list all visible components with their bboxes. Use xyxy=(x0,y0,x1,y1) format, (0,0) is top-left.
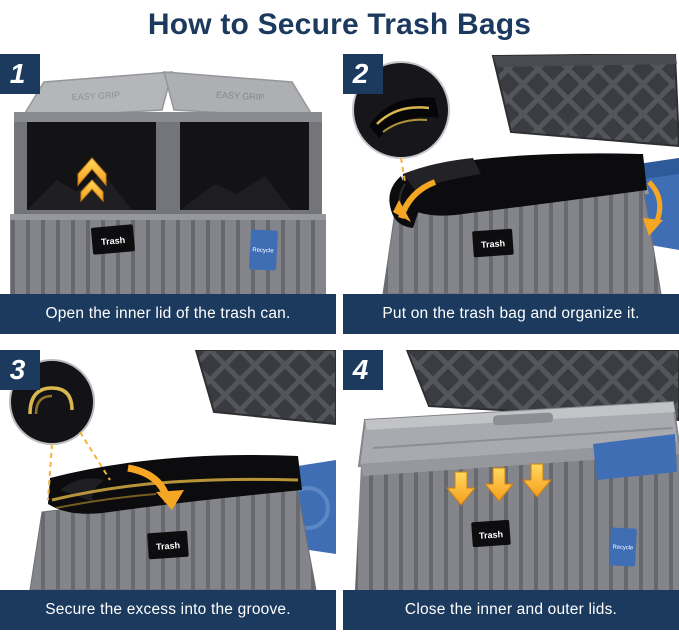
step-photo-put-bag: Trash xyxy=(343,54,679,294)
step-number-badge: 2 xyxy=(343,54,383,94)
lid-embossed-text: EASY GRIP xyxy=(216,90,265,103)
step-photo-close-lids: Trash Recycle xyxy=(343,350,679,590)
close-down-arrows xyxy=(445,463,553,506)
recycle-tag: Recycle xyxy=(249,229,278,271)
can-body xyxy=(10,220,326,294)
raised-inner-lid xyxy=(405,350,679,422)
closing-lids-illustration: Trash Recycle xyxy=(355,350,679,590)
bag-groove-illustration: Trash xyxy=(9,350,336,590)
trash-tag: Trash xyxy=(91,224,135,255)
drape-arrow-right xyxy=(643,180,663,236)
trash-tag-label: Trash xyxy=(481,238,506,250)
step-number-badge: 1 xyxy=(0,54,40,94)
lid-embossed-text: EASY GRIP xyxy=(71,90,120,103)
trash-tag-label: Trash xyxy=(101,235,126,247)
page-title: How to Secure Trash Bags xyxy=(147,8,532,41)
step-photo-open-lid: EASY GRIP EASY GRIP xyxy=(0,54,336,294)
drape-arrow-left xyxy=(393,179,437,222)
open-up-arrow xyxy=(77,157,107,203)
step-panel-3: 3 xyxy=(0,350,336,630)
step-caption: Secure the excess into the groove. xyxy=(0,590,336,630)
step-number-badge: 3 xyxy=(0,350,40,390)
trash-bag-placement-illustration: Trash xyxy=(352,54,679,294)
steps-grid: 1 EAS xyxy=(0,54,679,630)
closing-outer-lid xyxy=(357,400,679,468)
trash-can-front-illustration: EASY GRIP EASY GRIP xyxy=(10,71,326,294)
recycle-tag: Recycle xyxy=(609,527,637,567)
trash-tag-label: Trash xyxy=(479,529,504,541)
recycle-tag-label: Recycle xyxy=(612,544,633,551)
step-caption: Open the inner lid of the trash can. xyxy=(0,294,336,334)
trash-tag: Trash xyxy=(147,530,189,560)
raised-inner-lid xyxy=(491,54,679,148)
open-outer-lids: EASY GRIP EASY GRIP xyxy=(20,71,316,119)
trash-bag xyxy=(48,454,302,514)
step-caption: Put on the trash bag and organize it. xyxy=(343,294,679,334)
step-panel-2: 2 xyxy=(343,54,679,334)
step-number-badge: 4 xyxy=(343,350,383,390)
step-photo-secure-groove: Trash xyxy=(0,350,336,590)
step-panel-1: 1 EAS xyxy=(0,54,336,334)
recycle-tag-label: Recycle xyxy=(252,247,274,254)
raised-inner-lid xyxy=(194,350,336,426)
recycle-bin-side xyxy=(593,434,677,480)
step-panel-4: 4 xyxy=(343,350,679,630)
trash-tag: Trash xyxy=(472,228,514,258)
tuck-arrow xyxy=(127,464,184,510)
trash-tag: Trash xyxy=(471,519,511,548)
step-caption: Close the inner and outer lids. xyxy=(343,590,679,630)
trash-tag-label: Trash xyxy=(156,540,181,552)
